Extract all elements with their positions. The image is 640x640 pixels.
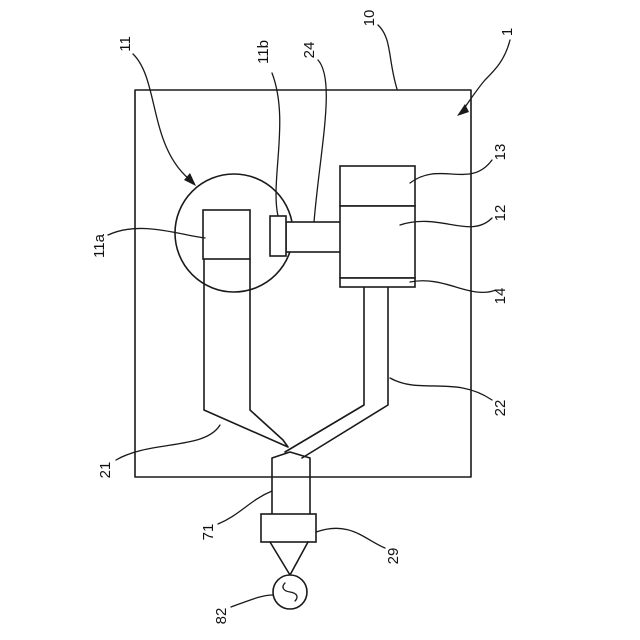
ref-label-11b: 11b [255,40,272,64]
leader-11 [133,54,194,183]
leader-13 [410,160,492,183]
pipe-22-right-branch [285,287,388,458]
leader-24 [314,60,326,222]
ref-label-71: 71 [200,524,217,541]
module-12 [340,206,415,278]
ref-label-13: 13 [492,144,509,161]
outlet-pipe-71 [272,452,310,514]
ref-label-11: 11 [117,36,134,52]
leader-82 [231,595,273,607]
leader-14 [410,281,496,293]
leader-11-arrowhead [184,173,196,186]
ref-label-22: 22 [492,400,509,417]
component-11a [203,210,250,259]
leader-1-arrowhead [457,104,469,116]
leader-11a [108,228,205,238]
module-14 [340,278,415,287]
ref-label-21: 21 [97,462,114,479]
component-11b [270,216,286,256]
ref-label-12: 12 [492,205,509,222]
pipe-21-left-branch [204,259,288,447]
leader-1 [463,40,510,110]
cone-29-to-82 [270,542,308,575]
ref-label-10: 10 [361,10,378,27]
housing-10 [135,90,471,477]
ref-label-29: 29 [385,548,402,565]
ref-label-11a: 11a [91,233,108,258]
leader-21 [116,425,220,460]
module-13 [340,166,415,206]
leader-10 [378,25,397,89]
connector-24 [286,222,342,252]
leader-22 [390,378,492,400]
ref-label-24: 24 [301,42,318,59]
leader-29 [316,528,385,548]
ref-label-14: 14 [492,288,509,305]
ref-label-82: 82 [213,608,230,625]
ref-label-1: 1 [499,28,516,36]
device-29 [261,514,316,542]
